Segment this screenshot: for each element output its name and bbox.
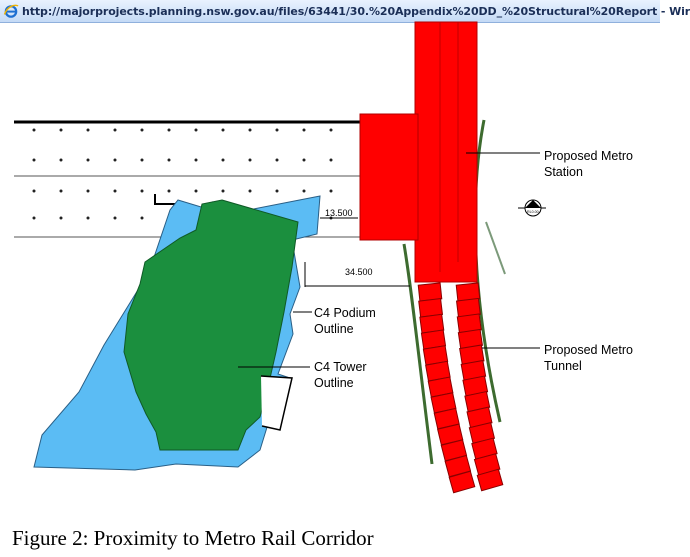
- roadway-dot: [248, 158, 252, 162]
- roadway-dot: [140, 128, 144, 132]
- roadway-dot: [86, 158, 90, 162]
- roadway-dot: [275, 128, 279, 132]
- roadway-dot: [59, 189, 63, 193]
- roadway-dot: [194, 189, 198, 193]
- roadway-dot: [167, 128, 171, 132]
- c4-tower-outline: [123, 199, 299, 451]
- roadway-dot: [32, 128, 36, 132]
- roadway-dot: [113, 128, 117, 132]
- roadway-dot: [140, 158, 144, 162]
- roadway-dot: [221, 189, 225, 193]
- roadway-dot: [248, 128, 252, 132]
- label-c4-podium-outline: C4 Podium Outline: [314, 306, 379, 336]
- roadway-dot: [113, 216, 117, 220]
- figure-caption: Figure 2: Proximity to Metro Rail Corrid…: [12, 526, 374, 550]
- roadway-dot: [302, 128, 306, 132]
- browser-title-bar: http://majorprojects.planning.nsw.gov.au…: [0, 0, 690, 23]
- roadway-dot: [59, 216, 63, 220]
- label-podium-line2: Outline: [314, 322, 354, 336]
- roadway-dot: [167, 189, 171, 193]
- tunnel-segment: [476, 468, 504, 492]
- window-title: http://majorprojects.planning.nsw.gov.au…: [22, 4, 690, 18]
- roadway-dot: [302, 189, 306, 193]
- label-tunnel-line1: Proposed Metro: [544, 343, 633, 357]
- roadway-dot: [140, 216, 144, 220]
- roadway-dot: [221, 158, 225, 162]
- roadway-dot: [302, 158, 306, 162]
- label-proposed-metro-tunnel: Proposed Metro Tunnel: [544, 343, 636, 373]
- roadway-dot: [86, 189, 90, 193]
- label-tower-line2: Outline: [314, 376, 354, 390]
- roadway-dot: [194, 158, 198, 162]
- label-podium-line1: C4 Podium: [314, 306, 376, 320]
- annotation-leaders: [238, 152, 540, 368]
- label-station-line2: Station: [544, 165, 583, 179]
- roadway-dot: [275, 189, 279, 193]
- roadway-dot: [113, 189, 117, 193]
- roadway-dot: [167, 158, 171, 162]
- label-c4-tower-outline: C4 Tower Outline: [314, 360, 370, 390]
- roadway-dot: [329, 189, 333, 193]
- level-marker-label: RL0.00: [527, 210, 539, 214]
- roadway-dot: [32, 189, 36, 193]
- roadway-dot: [59, 128, 63, 132]
- roadway-dot: [32, 216, 36, 220]
- proposed-metro-tunnel-segments: [417, 282, 504, 494]
- roadway-dot: [329, 158, 333, 162]
- dimension-lines: [304, 217, 410, 287]
- proposed-metro-station: [359, 21, 478, 283]
- roadway-dot: [113, 158, 117, 162]
- roadway-dot: [248, 189, 252, 193]
- level-marker: RL0.00: [518, 199, 546, 217]
- roadway-dot: [32, 158, 36, 162]
- label-proposed-metro-station: Proposed Metro Station: [544, 149, 636, 179]
- roadway-dot: [86, 128, 90, 132]
- roadway-dot: [140, 189, 144, 193]
- roadway-dot: [194, 128, 198, 132]
- roadway-dot: [86, 216, 90, 220]
- internet-explorer-icon: [3, 3, 19, 19]
- tunnel-segment: [448, 470, 476, 494]
- dimension-13500: 13.500: [325, 208, 353, 218]
- roadway-dot: [275, 158, 279, 162]
- label-tower-line1: C4 Tower: [314, 360, 367, 374]
- roadway-dot: [59, 158, 63, 162]
- label-station-line1: Proposed Metro: [544, 149, 633, 163]
- site-plan-drawing: 13.500 34.500 RL0.00 Proposed Metro Stat…: [14, 21, 636, 494]
- roadway-dot: [221, 128, 225, 132]
- label-tunnel-line2: Tunnel: [544, 359, 582, 373]
- dimension-34500: 34.500: [345, 267, 373, 277]
- roadway-dot: [329, 128, 333, 132]
